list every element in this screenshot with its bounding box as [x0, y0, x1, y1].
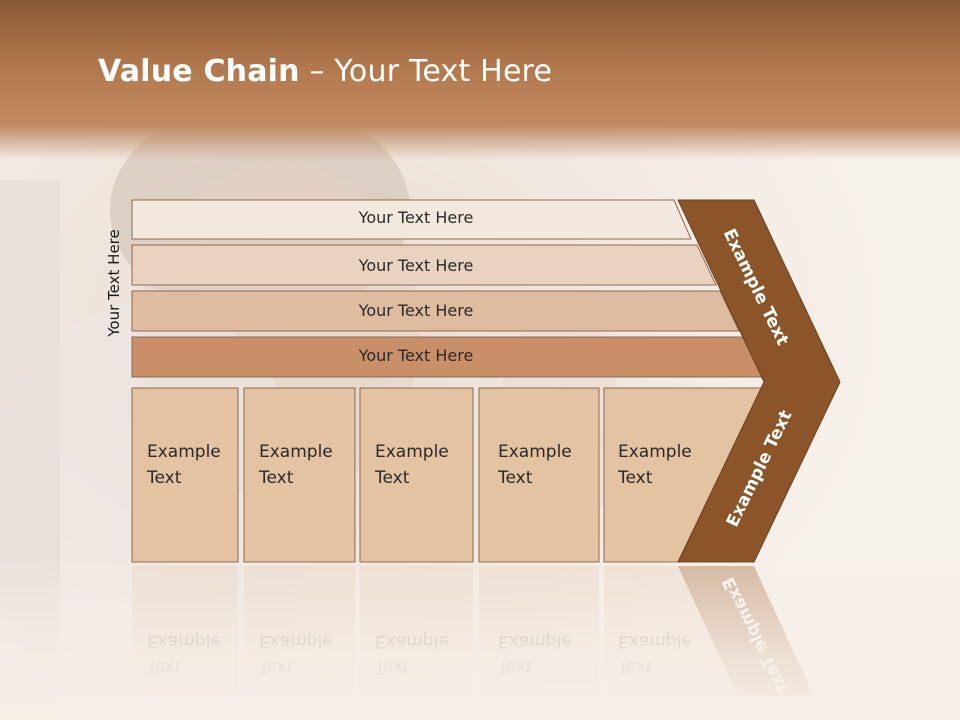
bar-4-label: Your Text Here	[358, 346, 474, 365]
box-3	[359, 387, 474, 563]
box-1	[131, 387, 239, 563]
bar-2-label: Your Text Here	[358, 256, 474, 275]
bar-3-label: Your Text Here	[358, 301, 474, 320]
bar-1	[131, 199, 692, 240]
title-bold: Value Chain	[98, 54, 300, 89]
bar-2	[131, 244, 717, 286]
reflection-fade	[0, 562, 960, 720]
header-band	[0, 0, 960, 160]
box-2	[243, 387, 356, 563]
bar-1-label: Your Text Here	[358, 208, 474, 227]
box-4	[478, 387, 600, 563]
bar-3	[131, 290, 740, 332]
slide-title: Value Chain – Your Text Here	[98, 54, 552, 89]
title-rest: – Your Text Here	[299, 54, 553, 89]
